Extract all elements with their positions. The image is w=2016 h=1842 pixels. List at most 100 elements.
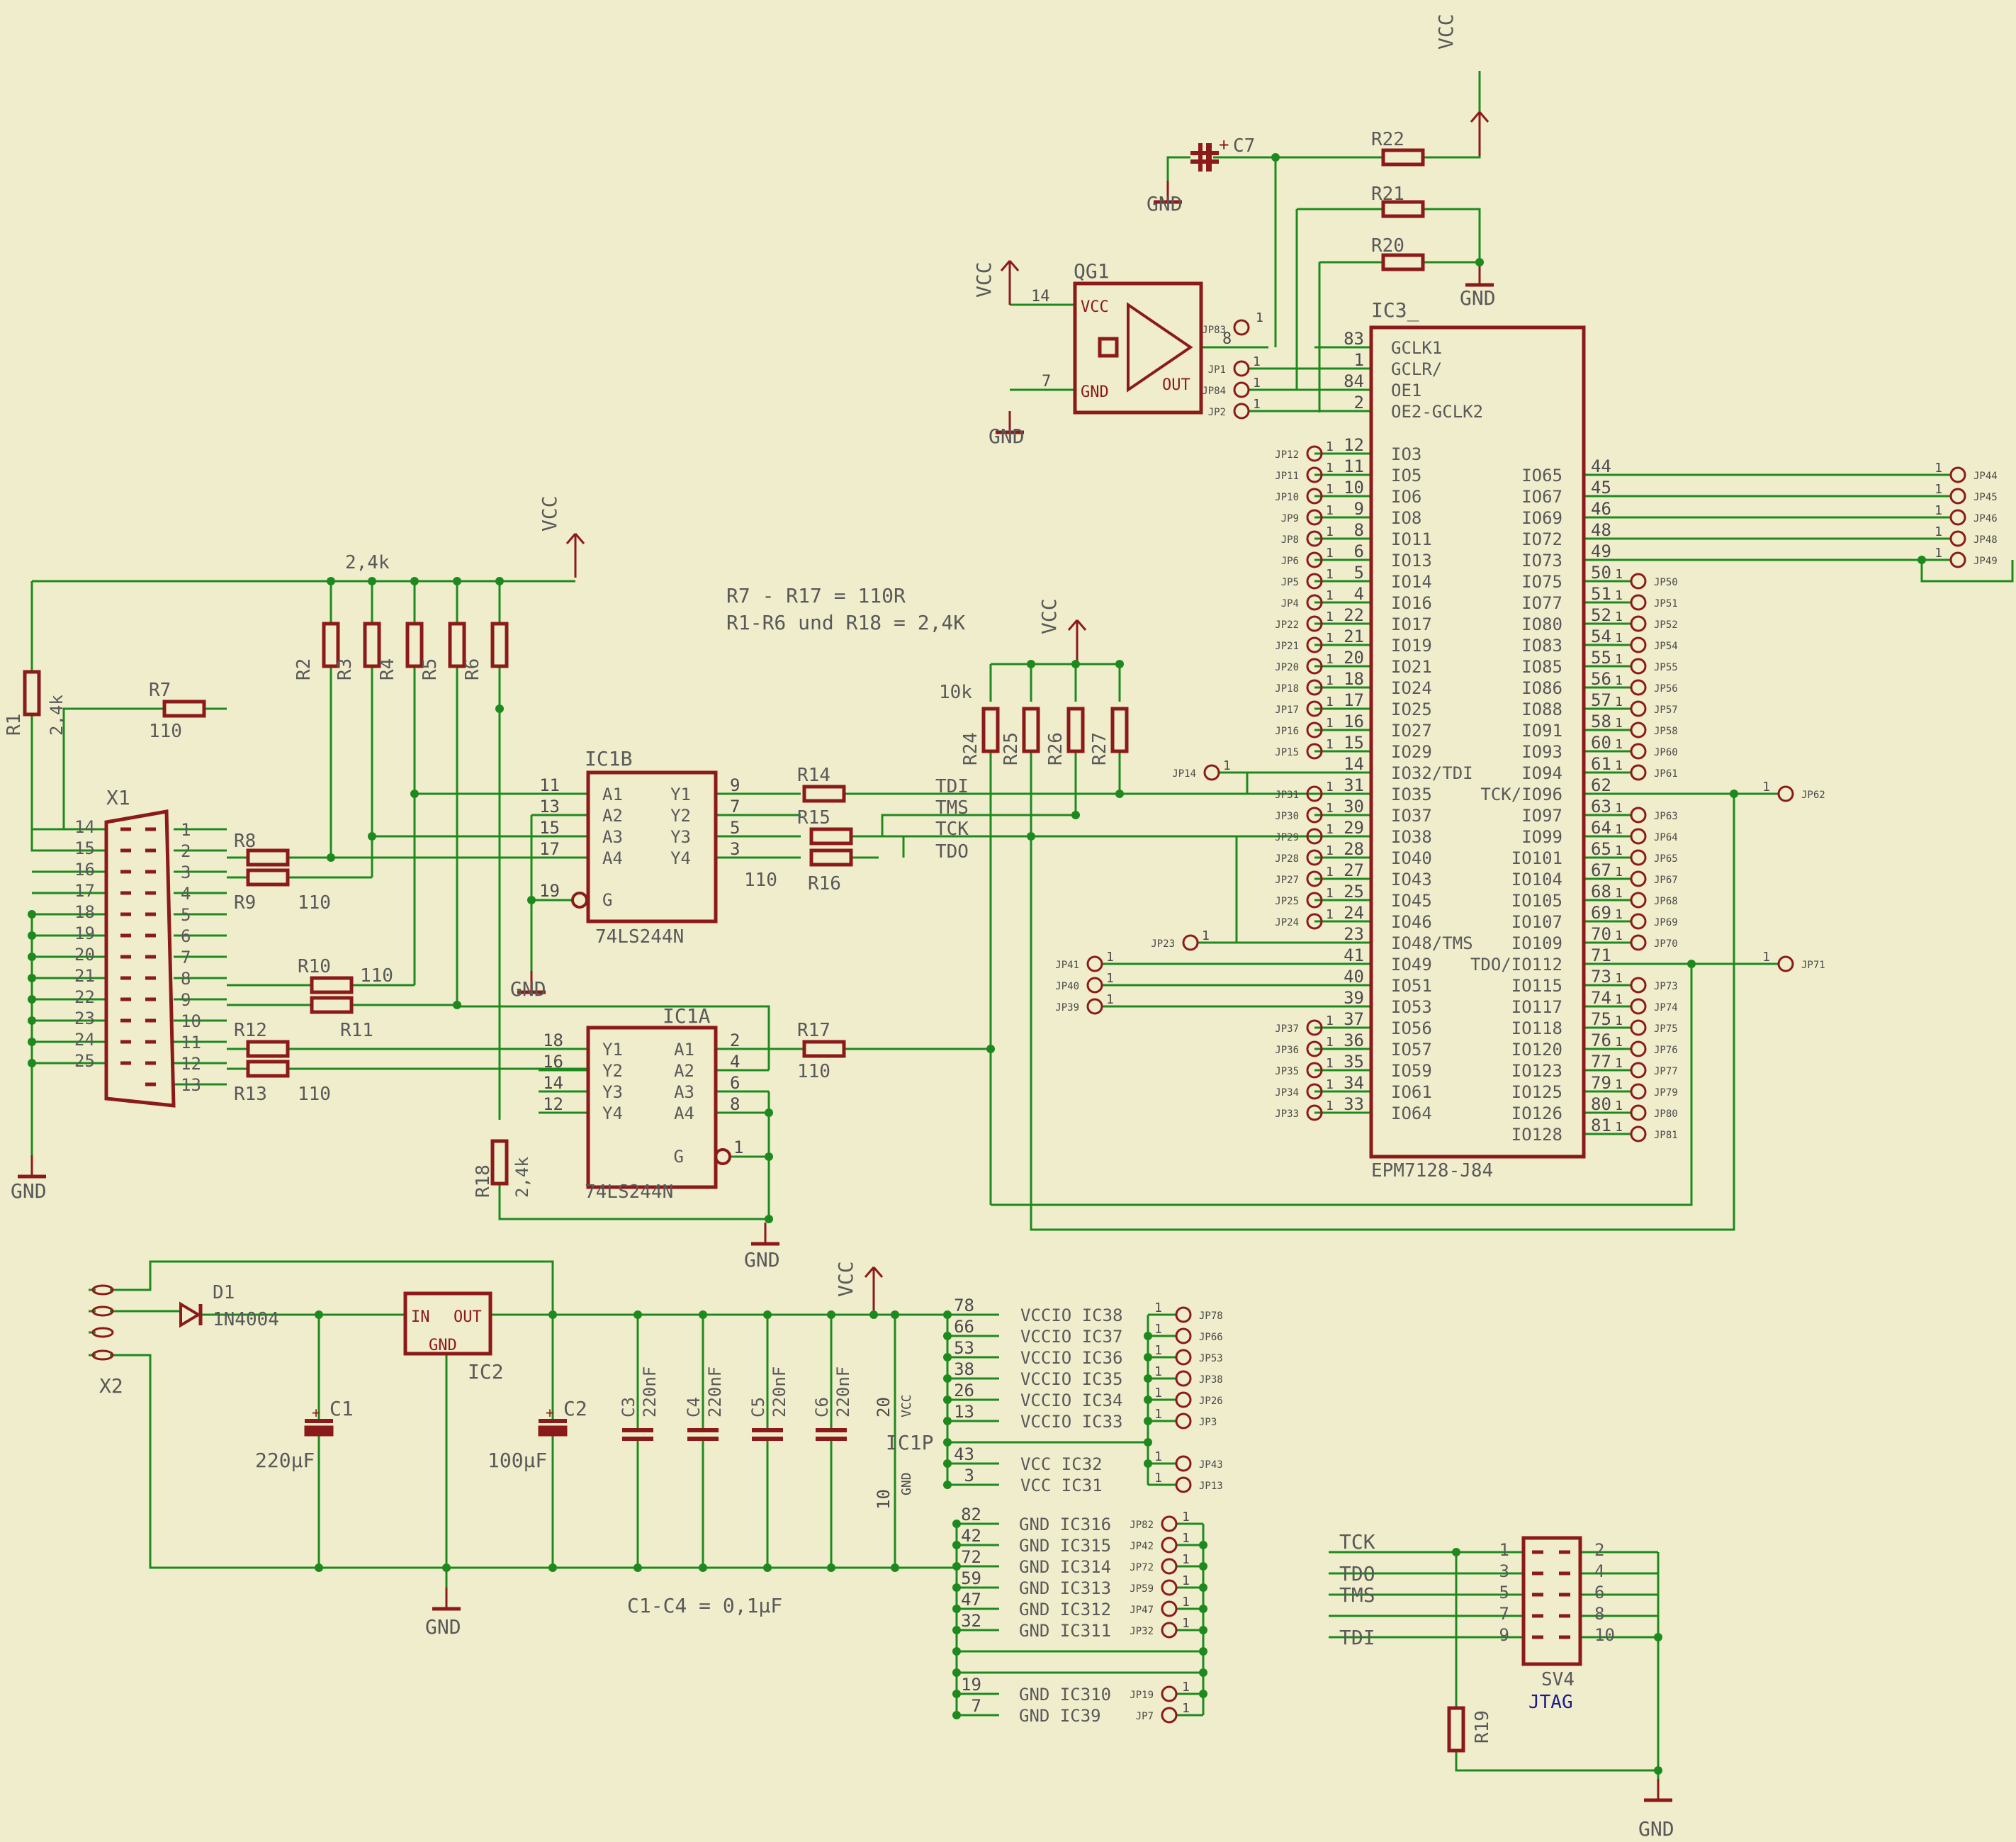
- x1-pin: 9: [181, 990, 191, 1010]
- pin-label: 1: [1615, 652, 1623, 667]
- ic3-right-pin: IO107: [1511, 912, 1562, 932]
- resistor-R19: [1447, 1706, 1465, 1753]
- ic1a-pin: G: [674, 1147, 684, 1167]
- ic3-type: EPM7128-J84: [1371, 1160, 1493, 1181]
- pin-label: 1: [1326, 482, 1334, 497]
- jp-label: JP6: [1281, 556, 1299, 567]
- resistor-value: 2,4k: [512, 1157, 532, 1198]
- pin-label: 7: [972, 1696, 981, 1716]
- part-line: [872, 1267, 884, 1278]
- ic3-left-pin: IO56: [1391, 1018, 1432, 1038]
- ic3-right-pinnum: 44: [1591, 456, 1611, 476]
- plus-sign: +: [312, 1404, 320, 1421]
- cap-value: 220nF: [833, 1366, 853, 1417]
- junction-dot: [327, 853, 335, 862]
- junction-dot: [315, 1310, 323, 1319]
- jumper-pad: [1630, 849, 1647, 866]
- ic3-right-pinnum: 61: [1591, 754, 1611, 774]
- gndio-label: GND IC39: [1019, 1706, 1101, 1726]
- jp-label: JP50: [1654, 577, 1678, 588]
- gndio-label: GND IC315: [1019, 1536, 1111, 1556]
- resistor-value: 110: [298, 892, 331, 914]
- resistor-name: R10: [298, 956, 331, 977]
- ic1a-pinnum: 8: [730, 1094, 740, 1114]
- ic3-left-pin: IO48/TMS: [1391, 933, 1473, 953]
- wire: [1198, 836, 1238, 944]
- pin-label: 1: [1615, 865, 1623, 880]
- wire: [1166, 156, 1190, 181]
- jumper-pad: [1630, 721, 1647, 739]
- jp-label: JP41: [1055, 960, 1079, 971]
- vcc-label: VCC: [899, 1394, 914, 1417]
- resistor-name: R6: [462, 658, 483, 680]
- ic3-left-pin: IO32/TDI: [1391, 763, 1473, 783]
- jp-label: JP33: [1275, 1108, 1299, 1120]
- resistor-value: 2,4k: [47, 695, 67, 736]
- ic3-left-pinnum: 36: [1344, 1030, 1364, 1050]
- junction-dot: [943, 1353, 952, 1361]
- wire: [62, 707, 164, 829]
- resistor-R16: [809, 848, 853, 867]
- gnd-label: GND: [425, 1615, 461, 1639]
- jumper-pad: [1630, 615, 1647, 632]
- jumper-pad: [1175, 1413, 1192, 1430]
- jp-label: JP81: [1654, 1130, 1678, 1141]
- d1-type: 1N4004: [213, 1309, 279, 1330]
- jumper-pad: [1949, 488, 1966, 505]
- junction-dot: [1199, 1562, 1207, 1571]
- pin-label: 1: [1326, 1056, 1334, 1071]
- pin-label: 20: [874, 1397, 894, 1417]
- ic1a-pin: A4: [674, 1103, 694, 1123]
- ic1b-pin: Y2: [670, 806, 691, 826]
- x2-pin: [91, 1327, 114, 1338]
- jp-label: JP78: [1199, 1310, 1223, 1322]
- ic1b-pin: A2: [602, 806, 623, 826]
- ic3-left-pinnum: 12: [1344, 435, 1364, 455]
- gnd-label: GND: [744, 1248, 780, 1271]
- pin-label: 1: [1615, 886, 1623, 901]
- ic3-right-pin: IO126: [1511, 1103, 1562, 1123]
- ic3-right-pin: IO99: [1521, 827, 1562, 847]
- ic1a-pinnum: 16: [543, 1052, 563, 1072]
- ic3-right-pin: IO65: [1521, 466, 1562, 485]
- ic1a-pinnum: 18: [543, 1030, 563, 1050]
- jp-label: JP45: [1973, 492, 1998, 503]
- ic3-left-pinnum: 33: [1344, 1094, 1364, 1114]
- jp-label: JP51: [1654, 598, 1678, 610]
- wire: [30, 714, 106, 852]
- ic1b-pin: A4: [602, 848, 623, 868]
- jp-label: JP74: [1654, 1002, 1678, 1013]
- pin-label: 1: [1615, 928, 1623, 943]
- jp-label: JP67: [1654, 875, 1678, 886]
- junction-dot: [1144, 1395, 1152, 1404]
- jp-label: JP52: [1654, 619, 1678, 631]
- jumper-pad: [1306, 488, 1323, 505]
- ic3-right-pinnum: 58: [1591, 712, 1611, 731]
- c1-plate: [304, 1425, 334, 1437]
- signal-label: TDO: [1339, 1562, 1375, 1585]
- pin-label: 47: [961, 1590, 981, 1610]
- resistor-value: 110: [744, 870, 777, 891]
- jp-label: JP2: [1208, 407, 1226, 418]
- ic3-left-pinnum: 25: [1344, 882, 1364, 902]
- vcc-label: VCC: [1037, 598, 1061, 634]
- part-line: [1478, 111, 1490, 123]
- c2-value: 100µF: [488, 1449, 547, 1472]
- ic3-right-pin: IO80: [1521, 614, 1562, 634]
- ic3-right-pinnum: 73: [1591, 967, 1611, 987]
- ic1a-pin: A3: [674, 1082, 694, 1102]
- ic1b-name: IC1B: [585, 747, 632, 770]
- resistor-R18: [490, 1139, 509, 1186]
- ic3-left-pin: IO16: [1391, 593, 1432, 613]
- pin-label: 1: [1106, 971, 1114, 986]
- pin-label: 1: [1223, 758, 1231, 773]
- jp-label: JP84: [1202, 386, 1226, 397]
- junction-dot: [986, 1045, 995, 1053]
- jp-label: JP65: [1654, 853, 1678, 865]
- jp-label: JP64: [1654, 832, 1678, 843]
- jp-label: JP79: [1654, 1087, 1678, 1099]
- pin-label: 14: [1031, 288, 1050, 305]
- ic3-right-pinnum: 50: [1591, 563, 1611, 583]
- pin-label: 1: [1326, 843, 1334, 858]
- part-line: [1067, 619, 1079, 631]
